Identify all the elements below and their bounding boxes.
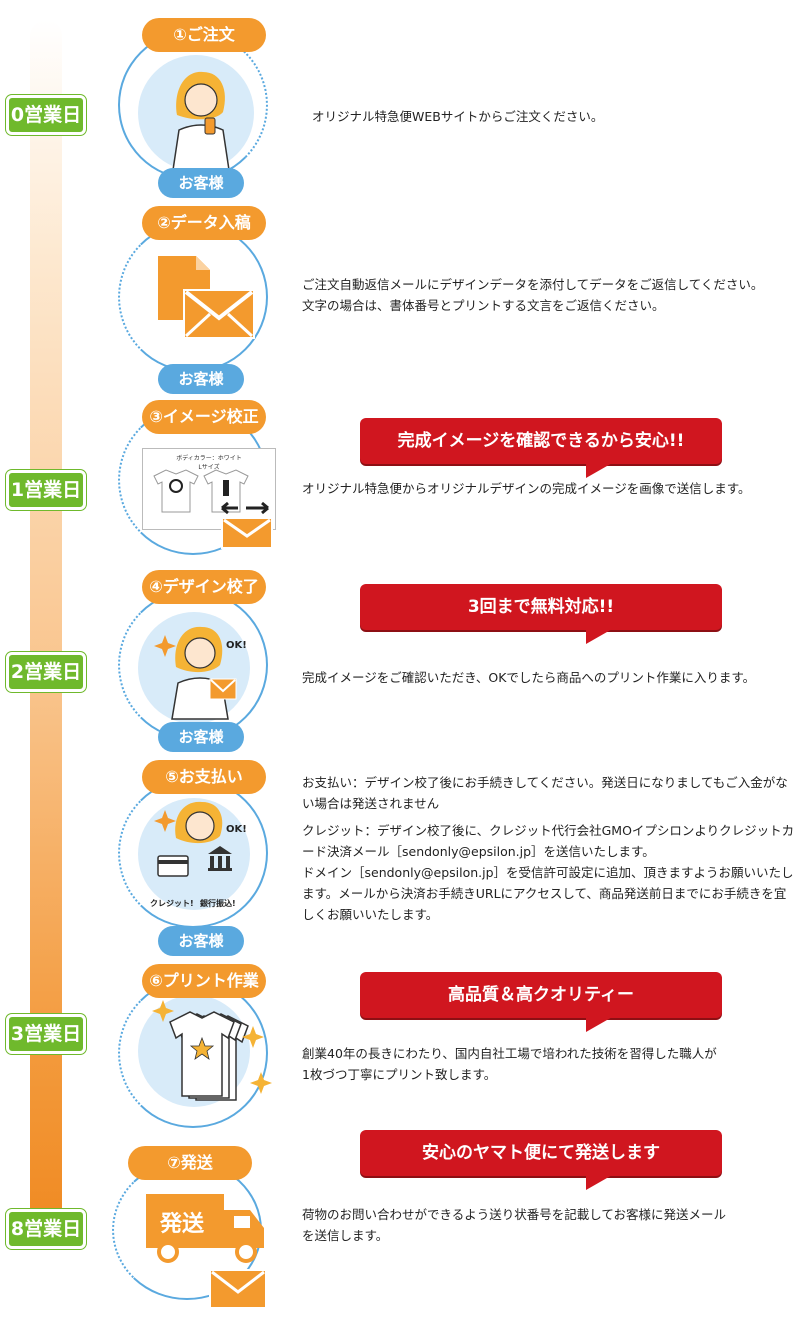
- desc-line: 完成イメージをご確認いただき、OKでしたら商品へのプリント作業に入ります。: [302, 670, 756, 685]
- customer-ok-illustration: [154, 626, 237, 720]
- customer-badge: お客様: [158, 926, 244, 956]
- ok-label: OK!: [226, 824, 247, 835]
- desc-line: クレジット：デザイン校了後に、クレジット代行会社GMOイプシロンよりクレジットカ…: [302, 823, 795, 859]
- desc-line: ご注文自動返信メールにデザインデータを添付してデータをご返信してください。: [302, 277, 764, 292]
- bank-transfer-label: 銀行振込!: [200, 899, 236, 908]
- proof-body-color: ボディカラー：ホワイト: [176, 455, 242, 462]
- callout-banner: 安心のヤマト便にて発送します: [360, 1130, 722, 1190]
- document-mail-icon: [158, 256, 255, 339]
- desc-line: お支払い：デザイン校了後にお手続きしてください。発送日になりましてもご入金がない…: [302, 775, 788, 811]
- desc-line: オリジナル特急便WEBサイトからご注文ください。: [312, 109, 604, 124]
- desc-line: 創業40年の長きにわたり、国内自社工場で培われた技術を習得した職人が: [302, 1046, 717, 1061]
- step-description: オリジナル特急便WEBサイトからご注文ください。: [312, 106, 806, 133]
- desc-line: オリジナル特急便からオリジナルデザインの完成イメージを画像で送信します。: [302, 481, 751, 496]
- step-title: ⑥プリント作業: [142, 964, 266, 998]
- ok-label: OK!: [226, 640, 247, 651]
- truck-label: 発送: [159, 1212, 204, 1237]
- day-badge-0: 0営業日: [6, 95, 86, 135]
- step-description: 荷物のお問い合わせができるよう送り状番号を記載してお客様に発送メール を送信しま…: [302, 1204, 802, 1252]
- step-description: 創業40年の長きにわたり、国内自社工場で培われた技術を習得した職人が 1枚づつ丁…: [302, 1043, 802, 1091]
- desc-line: 1枚づつ丁寧にプリント致します。: [302, 1067, 497, 1082]
- day-badge-2: 2営業日: [6, 652, 86, 692]
- step-description: お支払い：デザイン校了後にお手続きしてください。発送日になりましてもご入金がない…: [302, 772, 798, 931]
- day-badge-3: 3営業日: [6, 1014, 86, 1054]
- step-title: ⑤お支払い: [142, 760, 266, 794]
- day-badge-8: 8営業日: [6, 1209, 86, 1249]
- day-badge-1: 1営業日: [6, 470, 86, 510]
- proof-size: Lサイズ: [198, 464, 220, 471]
- customer-badge: お客様: [158, 168, 244, 198]
- desc-line: 文字の場合は、書体番号とプリントする文言をご返信ください。: [302, 298, 665, 313]
- mail-icon: [209, 1269, 267, 1309]
- delivery-truck-icon: [146, 1194, 264, 1263]
- step-description: ご注文自動返信メールにデザインデータを添付してデータをご返信してください。 文字…: [302, 274, 802, 322]
- customer-badge: お客様: [158, 722, 244, 752]
- desc-line: を送信します。: [302, 1228, 389, 1243]
- callout-banner: 3回まで無料対応!!: [360, 584, 722, 644]
- step-description: 完成イメージをご確認いただき、OKでしたら商品へのプリント作業に入ります。: [302, 667, 802, 694]
- step-title: ①ご注文: [142, 18, 266, 52]
- desc-line: 荷物のお問い合わせができるよう送り状番号を記載してお客様に発送メール: [302, 1207, 727, 1222]
- callout-banner: 完成イメージを確認できるから安心!!: [360, 418, 722, 478]
- callout-banner: 高品質＆高クオリティー: [360, 972, 722, 1032]
- customer-badge: お客様: [158, 364, 244, 394]
- customer-payment-illustration: [154, 801, 232, 877]
- send-mail-icon: [221, 501, 273, 549]
- step-description: オリジナル特急便からオリジナルデザインの完成イメージを画像で送信します。: [302, 478, 802, 505]
- credit-label: クレジット!: [150, 899, 194, 908]
- step-title: ③イメージ校正: [142, 400, 266, 434]
- tshirt-proof-icon: [153, 469, 249, 513]
- customer-phone-illustration: [172, 71, 230, 171]
- step-title: ④デザイン校了: [142, 570, 266, 604]
- tshirts-print-illustration: [152, 1000, 272, 1101]
- step-title: ⑦発送: [128, 1146, 252, 1180]
- desc-line: ドメイン［sendonly@epsilon.jp］を受信許可設定に追加、頂きます…: [302, 865, 794, 922]
- step-title: ②データ入稿: [142, 206, 266, 240]
